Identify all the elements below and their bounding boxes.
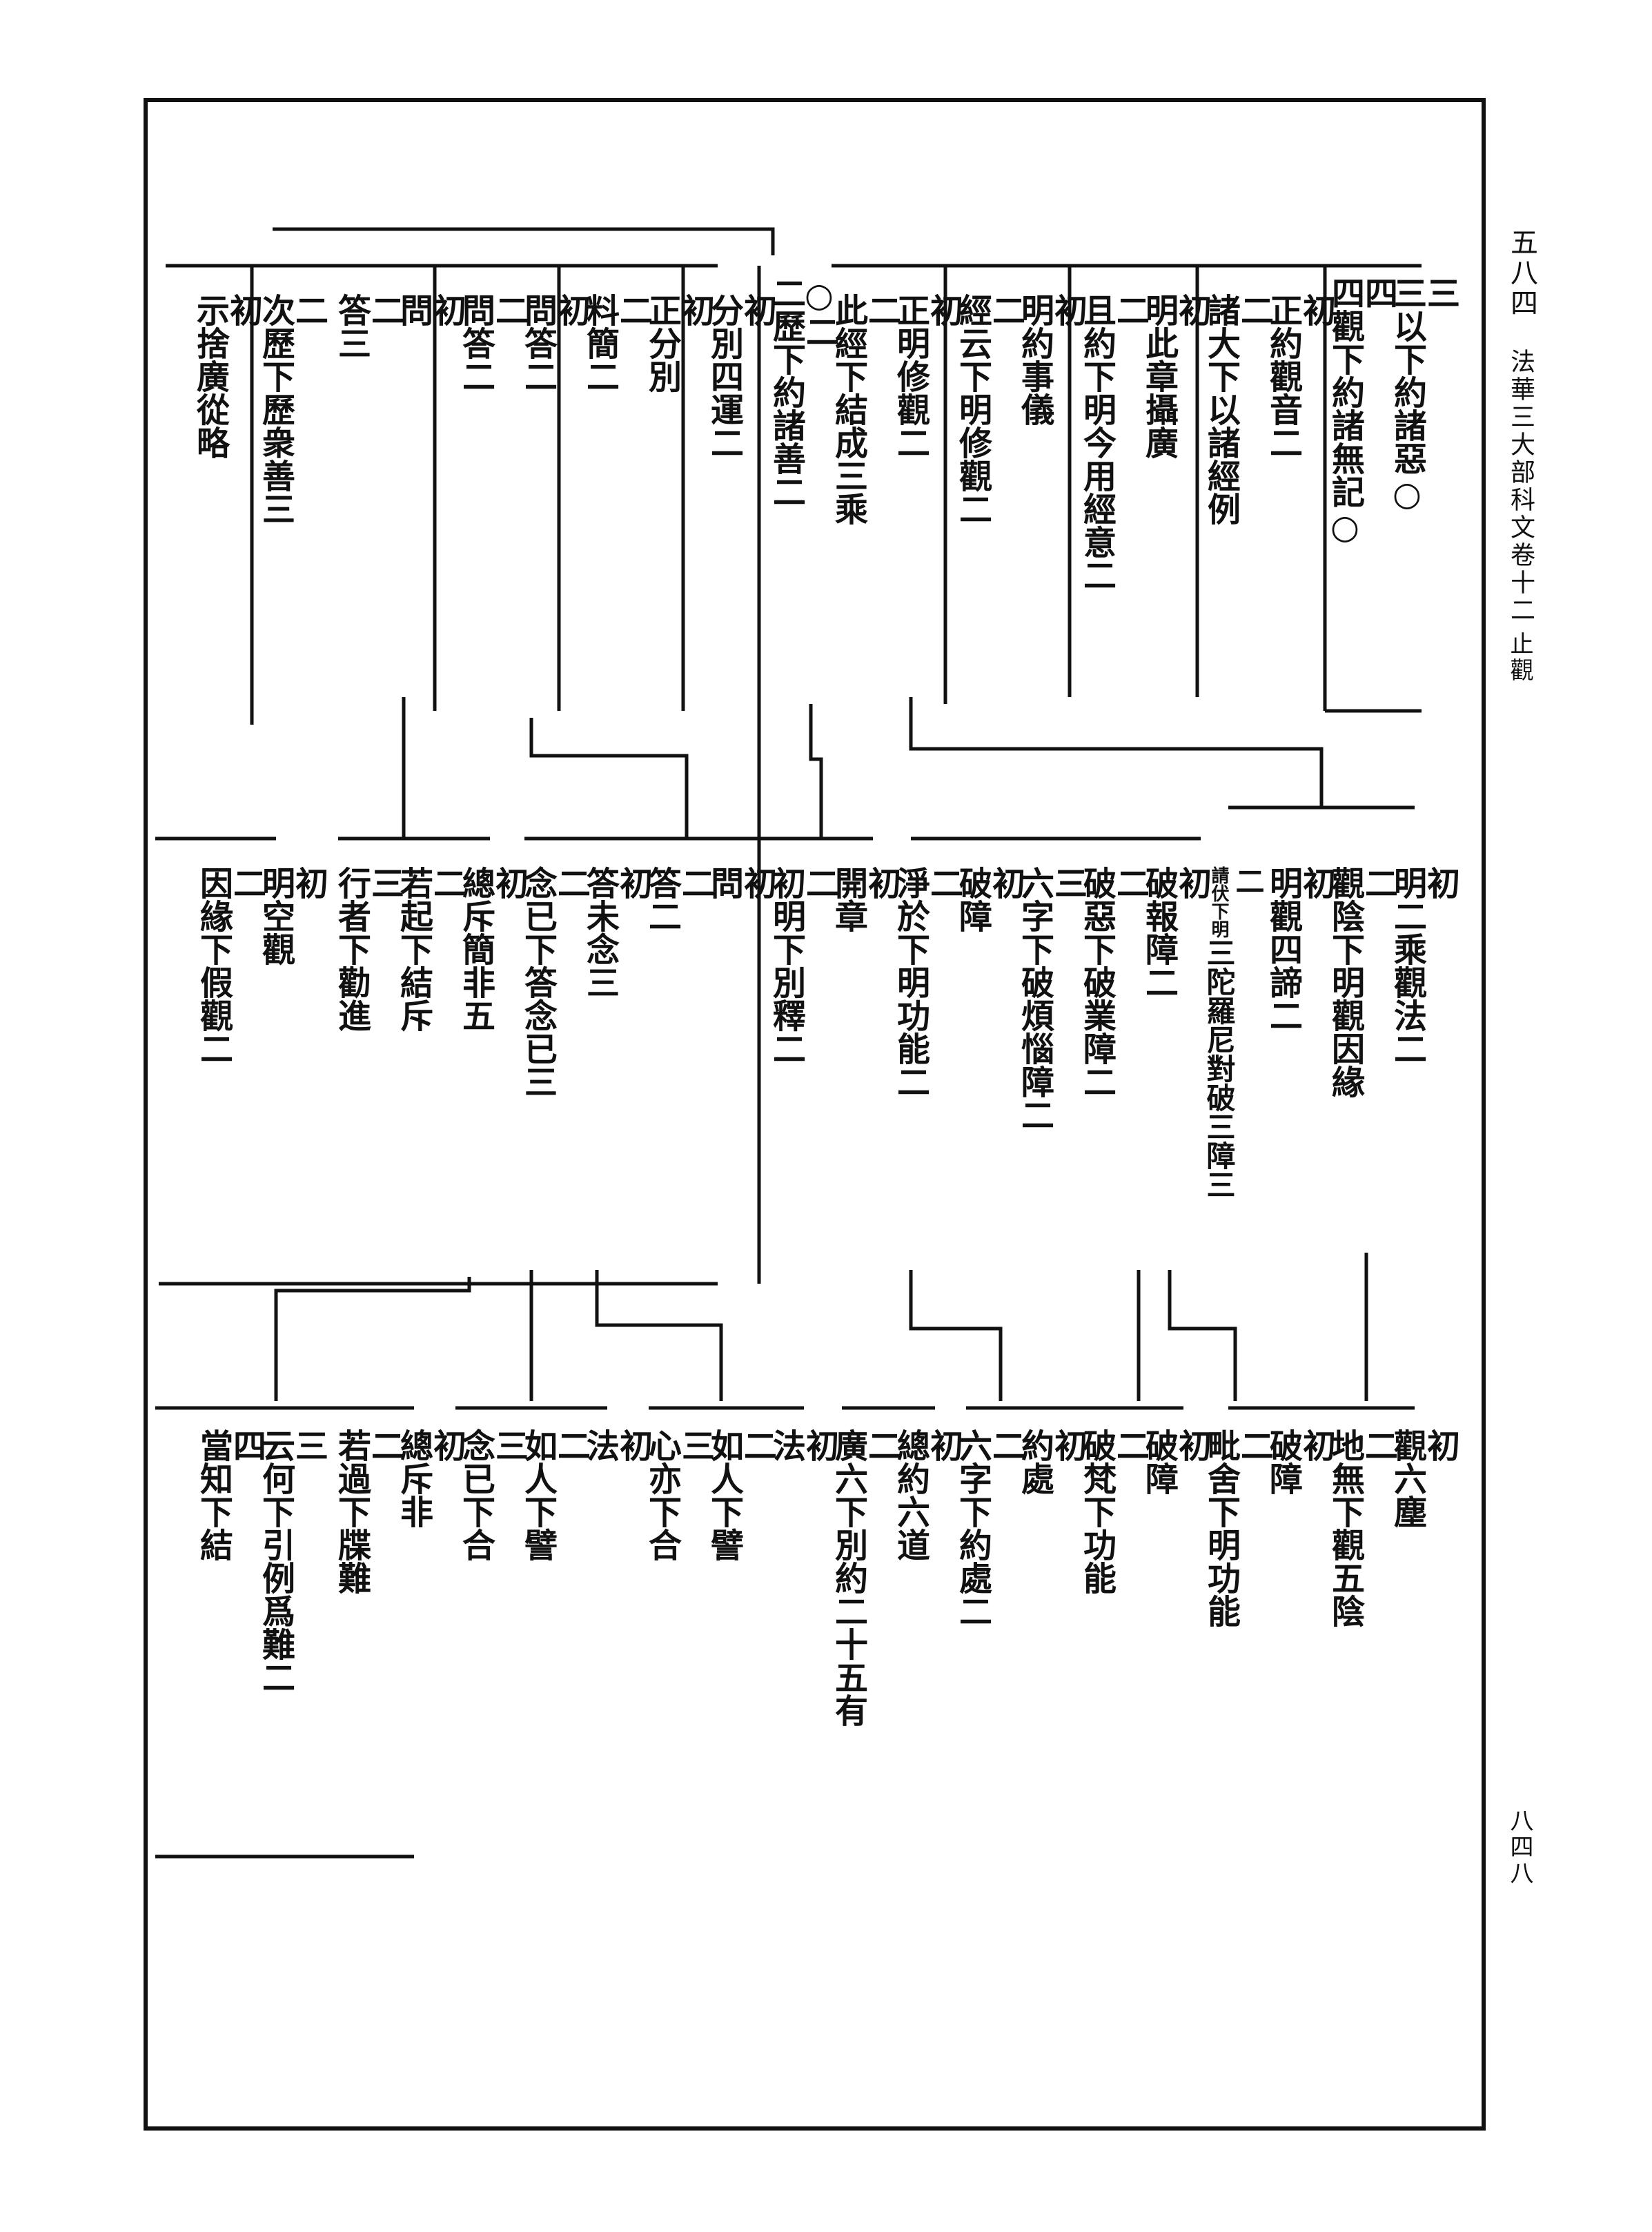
connector-2 (809, 704, 823, 839)
connector-9 (595, 1270, 723, 1401)
outline-entry: 二此經下結成三乘 (829, 293, 901, 525)
connector-8 (909, 1270, 1003, 1401)
outline-entry: 二破惡下破業障二 (1077, 866, 1149, 1098)
outline-entry: 三念已下合 (456, 1429, 528, 1561)
outline-entry: 四當知下結 (194, 1429, 266, 1561)
outline-entry: 初破障 (953, 866, 1025, 932)
connector-11 (274, 1277, 471, 1401)
outline-entry: 三六字下破煩惱障二 (1015, 866, 1087, 1131)
outline-entry: 二次歷下歷衆善三 (256, 293, 328, 525)
margin-page-number: 五八四 (1506, 228, 1537, 319)
outline-entry: 二念已下答念已三 (518, 866, 590, 1098)
outline-entry: 二初明下別釋二 (767, 866, 838, 1065)
outline-entry: 初正分別 (642, 293, 714, 393)
outline-entry: 初總斥非 (394, 1429, 466, 1528)
margin-folio: 八四八 (1506, 1808, 1533, 1887)
outline-entry: 二且約下明今用經意二 (1077, 293, 1149, 591)
outline-entry: 初正明修觀二 (891, 293, 963, 459)
outline-entry: 初破障 (1263, 1429, 1335, 1495)
outline-entry: 二廣六下別約二十五有 (829, 1429, 901, 1727)
outline-entry: 初總斥簡非五 (456, 866, 528, 1032)
outline-entry: 二因緣下假觀二 (194, 866, 266, 1065)
outline-entry: 二六字下約處二 (953, 1429, 1025, 1627)
outline-entry: 初破障 (1139, 1429, 1211, 1495)
outline-entry: 初觀六塵 (1388, 1429, 1459, 1528)
outline-entry: 初答未念三 (580, 866, 652, 999)
outline-entry: 二觀陰下明觀因緣 (1326, 866, 1397, 1098)
margin-section: 止觀 (1506, 632, 1533, 684)
outline-entry: 二料簡二 (580, 293, 652, 393)
outline-entry: 二若過下牒難 (332, 1429, 404, 1594)
outline-entry: 初問 (394, 293, 466, 326)
outline-entry: 初明觀四諦二 (1263, 866, 1335, 1032)
outline-entry: 二淨於下明功能二 (891, 866, 963, 1098)
outline-entry: 初明約事儀 (1015, 293, 1087, 426)
outline-entry: 三心亦下合 (642, 1429, 714, 1561)
outline-entry: 初明此章攝廣 (1139, 293, 1211, 459)
outline-entry: 四四觀下約諸無記○ (1326, 276, 1397, 547)
outline-entry: 初總約六道 (891, 1429, 963, 1561)
outline-entry: 初問答二 (518, 293, 590, 393)
page-frame (144, 98, 1486, 2131)
outline-entry: 初法 (580, 1429, 652, 1462)
outline-entry: 二毗舍下明功能 (1201, 1429, 1273, 1627)
outline-entry: 二答三 (332, 293, 404, 360)
outline-entry: 初示捨廣從略 (190, 293, 262, 459)
outline-entry: 二答二 (642, 866, 714, 932)
margin-book-title: 法華三大部科文卷十二 (1506, 349, 1535, 625)
outline-entry: 初破報障二 (1139, 866, 1211, 999)
outline-entry: ○二二歷下約諸善二 (767, 276, 838, 508)
outline-entry: 二經云下明修觀二 (953, 293, 1025, 525)
outline-entry: 二請伏下明三陀羅尼對破三障三 (1202, 866, 1265, 1199)
outline-entry: 初約處 (1015, 1429, 1087, 1495)
outline-entry: 初分別四運二 (705, 293, 776, 459)
outline-entry: 初開章 (829, 866, 901, 932)
bracket-tier1-top (273, 227, 775, 255)
outline-entry: 二問答二 (456, 293, 528, 393)
connector-6 (1168, 1270, 1237, 1401)
outline-entry: 初明二乘觀法二 (1388, 866, 1459, 1065)
connector-3 (529, 718, 689, 839)
outline-entry: 二若起下結斥 (394, 866, 466, 1032)
outline-entry: 初正約觀音二 (1263, 293, 1335, 459)
connector-1 (909, 697, 1324, 807)
outline-entry: 三三以下約諸惡○ (1388, 276, 1459, 513)
outline-entry: 二如人下譬 (518, 1429, 590, 1561)
outline-entry: 初明空觀 (256, 866, 328, 966)
outline-entry: 三行者下勸進 (332, 866, 404, 1032)
outline-entry: 二地無下觀五陰 (1326, 1429, 1397, 1627)
outline-entry: 三云何下引例爲難二 (256, 1429, 328, 1694)
outline-entry: 初問 (705, 866, 776, 899)
outline-entry: 二破梵下功能 (1077, 1429, 1149, 1594)
outline-entry: 二如人下譬 (705, 1429, 776, 1561)
outline-entry: 初法 (767, 1429, 838, 1462)
outline-entry: 二諸大下以諸經例 (1201, 293, 1273, 525)
